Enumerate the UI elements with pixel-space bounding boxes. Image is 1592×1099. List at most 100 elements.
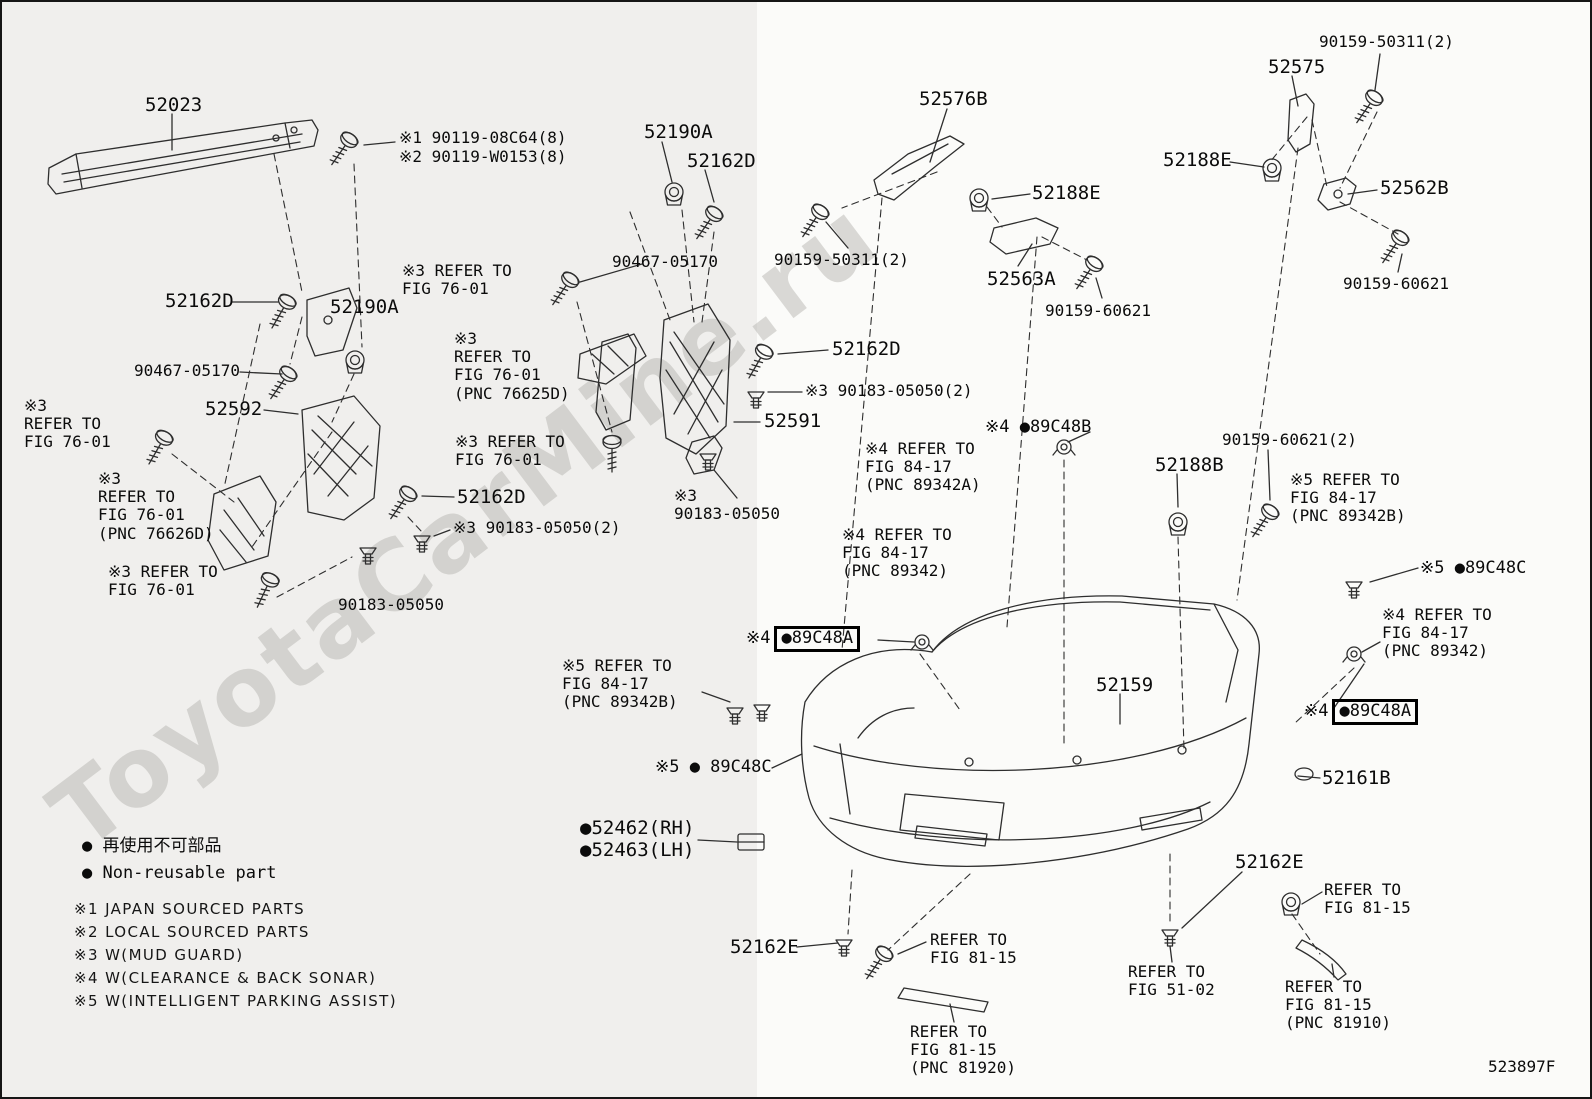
callout-52162E-bottom: 52162E (730, 936, 799, 958)
callout-refer-fig76-b: ※3 REFER TO FIG 76-01 (PNC 76625D) (454, 329, 570, 403)
callout-90119-08C64: ※1 90119-08C64(8) (399, 128, 567, 147)
clip-icon (699, 453, 717, 471)
bolt-icon (263, 291, 299, 334)
leader-lines (231, 53, 1419, 1023)
callout-90183-center: ※3 90183-05050 (674, 486, 780, 524)
bolt-icon (1348, 86, 1386, 129)
bolt-icon (262, 362, 300, 405)
bolt-icon (382, 482, 420, 525)
callout-52563A: 52563A (987, 268, 1056, 290)
callout-refer-fig81-bl: REFER TO FIG 81-15 (930, 930, 1017, 968)
clip-icon (753, 704, 771, 722)
callout-90159-50311-left: 90159-50311(2) (774, 250, 909, 269)
legend-nonreusable-en: ● Non-reusable part (82, 863, 277, 883)
callout-90159-60621-mid: 90159-60621 (1045, 301, 1151, 320)
clip-icon (835, 939, 853, 957)
bolt-icon (858, 942, 896, 985)
callout-89C48A-left-box: ●89C48A (774, 626, 861, 653)
callout-52592: 52592 (205, 398, 263, 420)
callout-52023: 52023 (145, 94, 203, 116)
bolt-icon (140, 427, 176, 470)
grommet-icon (969, 188, 989, 212)
callout-89C48C-bottom: ※5 ● 89C48C (655, 757, 772, 777)
legend-note-4: ※4 W(CLEARANCE & BACK SONAR) (74, 969, 377, 987)
callout-52575: 52575 (1268, 56, 1326, 78)
bolt-icon (323, 128, 361, 171)
callout-90183-mid: ※3 90183-05050(2) (453, 518, 621, 537)
clip-icon (413, 535, 431, 553)
left-brackets-drawing (207, 287, 381, 571)
callout-89C48A-right-prefix: ※4 (1304, 701, 1329, 721)
clip-icon (1161, 929, 1179, 947)
bolt-icon (1374, 226, 1412, 269)
callout-52162D-left: 52162D (165, 290, 234, 312)
figure-code: 523897F (1488, 1057, 1556, 1076)
grommet-icon (345, 350, 365, 374)
callout-refer-fig81-pnc81910: REFER TO FIG 81-15 (PNC 81910) (1285, 977, 1391, 1033)
clip-icon (359, 547, 377, 565)
background-right-band (757, 2, 1590, 1097)
callout-refer-fig76-a: ※3 REFER TO FIG 76-01 (402, 261, 512, 299)
callout-refer-fig76-c: ※3 REFER TO FIG 76-01 (24, 396, 111, 452)
callout-90159-60621-right: 90159-60621 (1343, 274, 1449, 293)
grommet-icon (664, 182, 684, 206)
callout-90159-50311-tr: 90159-50311(2) (1319, 32, 1454, 51)
grommet-icon (1281, 892, 1301, 916)
callout-90159-60621-2: 90159-60621(2) (1222, 430, 1357, 449)
callout-52576B: 52576B (919, 88, 988, 110)
callout-refer-fig84-b: ※5 REFER TO FIG 84-17 (PNC 89342B) (1290, 470, 1406, 526)
callout-refer-fig76-e: ※3 REFER TO FIG 76-01 (PNC 76626D) (98, 469, 214, 543)
callout-52159: 52159 (1096, 674, 1154, 696)
bolt-icon (544, 268, 582, 311)
callout-refer-fig76-d: ※3 REFER TO FIG 76-01 (455, 432, 565, 470)
callout-refer-fig84-a: ※4 REFER TO FIG 84-17 (PNC 89342A) (865, 439, 981, 495)
callout-89C48A-right: ※4●89C48A (1304, 699, 1419, 726)
legend-note-1: ※1 JAPAN SOURCED PARTS (74, 900, 306, 918)
reinforcement-drawing (47, 113, 319, 195)
clip-icon (747, 391, 765, 409)
callout-52190A-top: 52190A (644, 121, 713, 143)
legend-note-2: ※2 LOCAL SOURCED PARTS (74, 923, 310, 941)
bolt-icon (688, 202, 726, 245)
callout-52591: 52591 (764, 410, 822, 432)
bolt-icon (740, 341, 776, 384)
callout-52562B: 52562B (1380, 177, 1449, 199)
bolt-icon (248, 569, 282, 612)
callout-89C48B: ※4 ●89C48B (985, 417, 1092, 437)
sonar-sensor-icon (1342, 646, 1366, 663)
callout-89C48A-left-prefix: ※4 (746, 628, 771, 648)
right-brackets-drawing (873, 93, 1357, 255)
callout-52190A-mid: 52190A (330, 296, 399, 318)
callout-refer-fig81-pnc81920: REFER TO FIG 81-15 (PNC 81920) (910, 1022, 1016, 1078)
clip-icon (1345, 581, 1363, 599)
callout-90183-right: ※3 90183-05050(2) (805, 381, 973, 400)
bolt-icon (1244, 500, 1282, 543)
sonar-sensor-icon (1052, 439, 1076, 456)
callout-52162E-right: 52162E (1235, 851, 1304, 873)
callout-refer-fig76-f: ※3 REFER TO FIG 76-01 (108, 562, 218, 600)
callout-90467-05170-top: 90467-05170 (612, 252, 718, 271)
clip-icon (726, 707, 744, 725)
callout-refer-fig84-e: ※5 REFER TO FIG 84-17 (PNC 89342B) (562, 656, 678, 712)
callout-90467-05170-left: 90467-05170 (134, 361, 240, 380)
callout-90119-W0153: ※2 90119-W0153(8) (399, 147, 567, 166)
callout-89C48A-left: ※4●89C48A (746, 626, 861, 653)
callout-52188B: 52188B (1155, 454, 1224, 476)
callout-52462-52463: ●52462(RH) ●52463(LH) (580, 817, 695, 861)
callout-52162D-top: 52162D (687, 150, 756, 172)
callout-refer-fig81-right: REFER TO FIG 81-15 (1324, 880, 1411, 918)
callout-89C48A-right-box: ●89C48A (1332, 699, 1419, 726)
callout-89C48C-right: ※5 ●89C48C (1420, 558, 1527, 578)
mud-guard-drawing (577, 303, 731, 475)
legend-nonreusable-jp: ● 再使用不可部品 (82, 836, 222, 856)
callout-52188E-left: 52188E (1032, 182, 1101, 204)
callout-90183-left: 90183-05050 (338, 595, 444, 614)
construction-lines (171, 111, 1399, 955)
rear-bumper-drawing (737, 595, 1347, 1013)
callout-refer-fig84-d: ※4 REFER TO FIG 84-17 (PNC 89342) (1382, 605, 1492, 661)
legend-note-3: ※3 W(MUD GUARD) (74, 946, 244, 964)
callout-refer-fig84-c: ※4 REFER TO FIG 84-17 (PNC 89342) (842, 525, 952, 581)
grommet-icon (1262, 158, 1282, 182)
